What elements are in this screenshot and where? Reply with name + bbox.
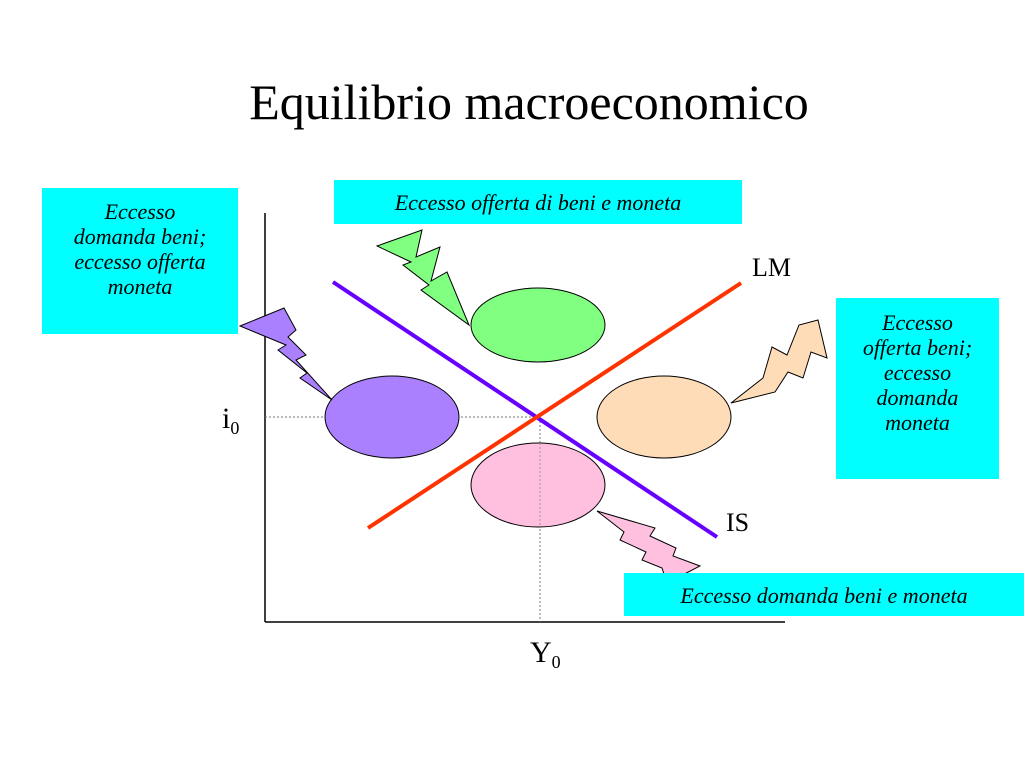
callout-excess-demand-goods-excess-supply-money: Eccesso domanda beni; eccesso offerta mo… (42, 188, 238, 334)
lightning-icon (730, 319, 828, 404)
page-title: Equilibrio macroeconomico (249, 74, 809, 130)
region-ellipse-left (324, 375, 460, 459)
region-ellipse-right (596, 375, 732, 459)
is-curve (331, 280, 719, 539)
callout-excess-supply-goods-money: Eccesso offerta di beni e moneta (334, 180, 742, 224)
lightning-icon (375, 229, 471, 327)
region-ellipse-bottom (470, 442, 606, 528)
lm-curve-label: LM (752, 253, 791, 282)
income-equilibrium-label: Y0 (530, 636, 561, 672)
callout-excess-demand-goods-money: Eccesso domanda beni e moneta (624, 573, 1024, 616)
lm-curve (366, 281, 743, 530)
is-curve-label: IS (726, 508, 750, 537)
callout-excess-supply-goods-excess-demand-money: Eccesso offerta beni; eccesso domanda mo… (836, 298, 999, 479)
interest-rate-equilibrium-label: i0 (222, 402, 240, 438)
region-ellipse-top (470, 287, 606, 363)
lightning-icon (238, 307, 333, 401)
